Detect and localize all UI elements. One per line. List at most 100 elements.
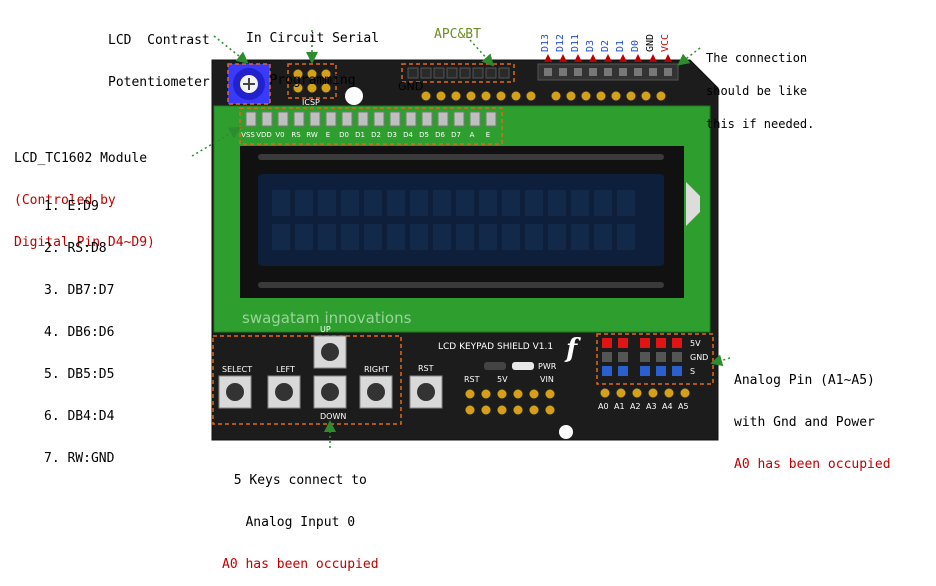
key-up-label: UP xyxy=(320,325,331,334)
analog-5v-row xyxy=(602,338,682,348)
annotation-line: Potentiometer xyxy=(108,75,210,90)
annotation-line: LCD_TC1602 Module xyxy=(14,151,148,166)
list-item: 7. RW:GND xyxy=(44,451,115,466)
pin-label-gnd: GND xyxy=(645,33,656,52)
annotation-keys: 5 Keys connect to Analog Input 0 A0 has … xyxy=(222,446,379,586)
pin-label-d1: D1 xyxy=(615,39,626,52)
annotation-line: Analog Pin (A1~A5) xyxy=(734,373,875,388)
top-pin-arrows xyxy=(544,54,672,62)
lcd-pin-labels: VSS VDD V0 RS RW E D0 D1 D2 D3 D4 D5 D6 … xyxy=(240,131,502,139)
annotation-lcd-module: LCD_TC1602 Module (Controled by Digital … xyxy=(14,124,155,264)
lcd-pin-label: RW xyxy=(306,131,318,139)
lcd-pin-label: D5 xyxy=(419,131,429,139)
annotation-lcd-contrast: LCD Contrast Potentiometer xyxy=(108,6,210,104)
analog-pin-a1: A1 xyxy=(614,402,625,411)
analog-row-s: S xyxy=(690,367,696,376)
annotation-line: In Circuit Serial xyxy=(246,31,380,46)
list-item: 5. DB5:D5 xyxy=(44,367,115,382)
brand-text: swagatam innovations xyxy=(242,309,412,327)
annotation-line: 5 Keys connect to xyxy=(233,473,367,488)
annotation-line: LCD Contrast xyxy=(108,33,210,48)
mount-hole-top xyxy=(345,87,363,105)
key-down-label: DOWN xyxy=(320,412,347,421)
analog-pin-a2: A2 xyxy=(630,402,641,411)
lcd-pin-label: A xyxy=(469,131,475,139)
pin-label-d11: D11 xyxy=(570,33,581,52)
rst-key-label: RST xyxy=(418,364,434,373)
power-pin-5v: 5V xyxy=(497,375,508,384)
pin-label-d2: D2 xyxy=(600,39,611,52)
list-item: 2. RS:D8 xyxy=(44,241,107,256)
analog-pin-a5: A5 xyxy=(678,402,689,411)
lcd-pin-label: D4 xyxy=(403,131,413,139)
key-left-graphic xyxy=(267,375,301,409)
key-right-graphic xyxy=(359,375,393,409)
annotation-line: Analog Input 0 xyxy=(245,515,356,530)
power-pin-rst: RST xyxy=(464,375,480,384)
icsp-header xyxy=(287,63,337,99)
analog-row-gnd: GND xyxy=(690,353,709,362)
keypad-area xyxy=(212,335,402,425)
analog-row-5v: 5V xyxy=(690,339,701,348)
icsp-label: ICSP xyxy=(302,98,320,107)
digital-pin-row xyxy=(420,90,667,102)
list-item: 4. DB6:D6 xyxy=(44,325,115,340)
logo-icon: f xyxy=(566,334,578,364)
analog-pin-a3: A3 xyxy=(646,402,657,411)
analog-pin-a0: A0 xyxy=(598,402,609,411)
lcd-pin-label: D6 xyxy=(435,131,445,139)
annotation-line: with Gnd and Power xyxy=(734,415,875,430)
lcd-pin-label: D2 xyxy=(371,131,381,139)
gnd-label: GND xyxy=(398,80,424,93)
key-left-label: LEFT xyxy=(276,365,295,374)
contrast-potentiometer xyxy=(227,63,271,105)
lcd-pin-label: D1 xyxy=(355,131,365,139)
pin-label-d3: D3 xyxy=(585,39,596,52)
pwr-label: PWR xyxy=(538,362,557,371)
annotation-apc-bt: APC&BT xyxy=(434,27,481,42)
annotation-analog: Analog Pin (A1~A5) with Gnd and Power A0… xyxy=(734,346,891,486)
apc-bt-header xyxy=(401,63,515,83)
lcd-pin-label: VDD xyxy=(256,131,272,139)
lcd-pin-label: D7 xyxy=(451,131,461,139)
key-up-graphic xyxy=(313,335,347,369)
leader-potentiometer xyxy=(213,35,249,64)
shield-name: LCD KEYPAD SHIELD V1.1 xyxy=(438,342,554,352)
lcd-pin-label: E xyxy=(485,131,491,139)
annotation-line: Digital Pin D4~D9) xyxy=(14,235,155,250)
leader-apc xyxy=(469,39,495,67)
lcd-pin-label: RS xyxy=(291,131,301,139)
pin-label-vcc: VCC xyxy=(660,33,671,52)
lcd-pin-label: E xyxy=(325,131,331,139)
key-select-graphic xyxy=(218,375,252,409)
list-item: 1. E:D9 xyxy=(44,199,99,214)
lcd-pin-label: D0 xyxy=(339,131,349,139)
mount-hole-bottom xyxy=(559,425,573,439)
leader-lcd xyxy=(191,126,242,157)
lcd-pin-header xyxy=(239,107,503,145)
annotation-line: The connection xyxy=(706,51,808,65)
annotation-line: this if needed. xyxy=(706,117,815,131)
top-digital-header xyxy=(537,63,679,81)
key-down-graphic xyxy=(313,375,347,409)
power-pin-vin: VIN xyxy=(540,375,554,384)
pin-label-d12: D12 xyxy=(555,33,566,52)
annotation-line: should be like xyxy=(706,84,808,98)
analog-gnd-row xyxy=(602,352,682,362)
lcd-pin-label: VSS xyxy=(241,131,255,139)
annotation-line: A0 has been occupied xyxy=(222,557,379,572)
lcd-pin-label: V0 xyxy=(275,131,285,139)
analog-s-row xyxy=(602,366,682,376)
list-item: 6. DB4:D4 xyxy=(44,409,115,424)
key-select-label: SELECT xyxy=(222,365,253,374)
annotation-line: A0 has been occupied xyxy=(734,457,891,472)
pin-label-d0: D0 xyxy=(630,39,641,52)
annotation-connection: The connection should be like this if ne… xyxy=(706,31,814,141)
annotation-icsp: In Circuit Serial Programming xyxy=(246,4,379,102)
annotation-line: Programming xyxy=(269,73,356,88)
shield-board-diagram xyxy=(191,30,731,448)
analog-pin-a4: A4 xyxy=(662,402,673,411)
annotation-line: (Controled by xyxy=(14,193,116,208)
list-item: 3. DB7:D7 xyxy=(44,283,115,298)
leader-connection xyxy=(677,47,701,66)
